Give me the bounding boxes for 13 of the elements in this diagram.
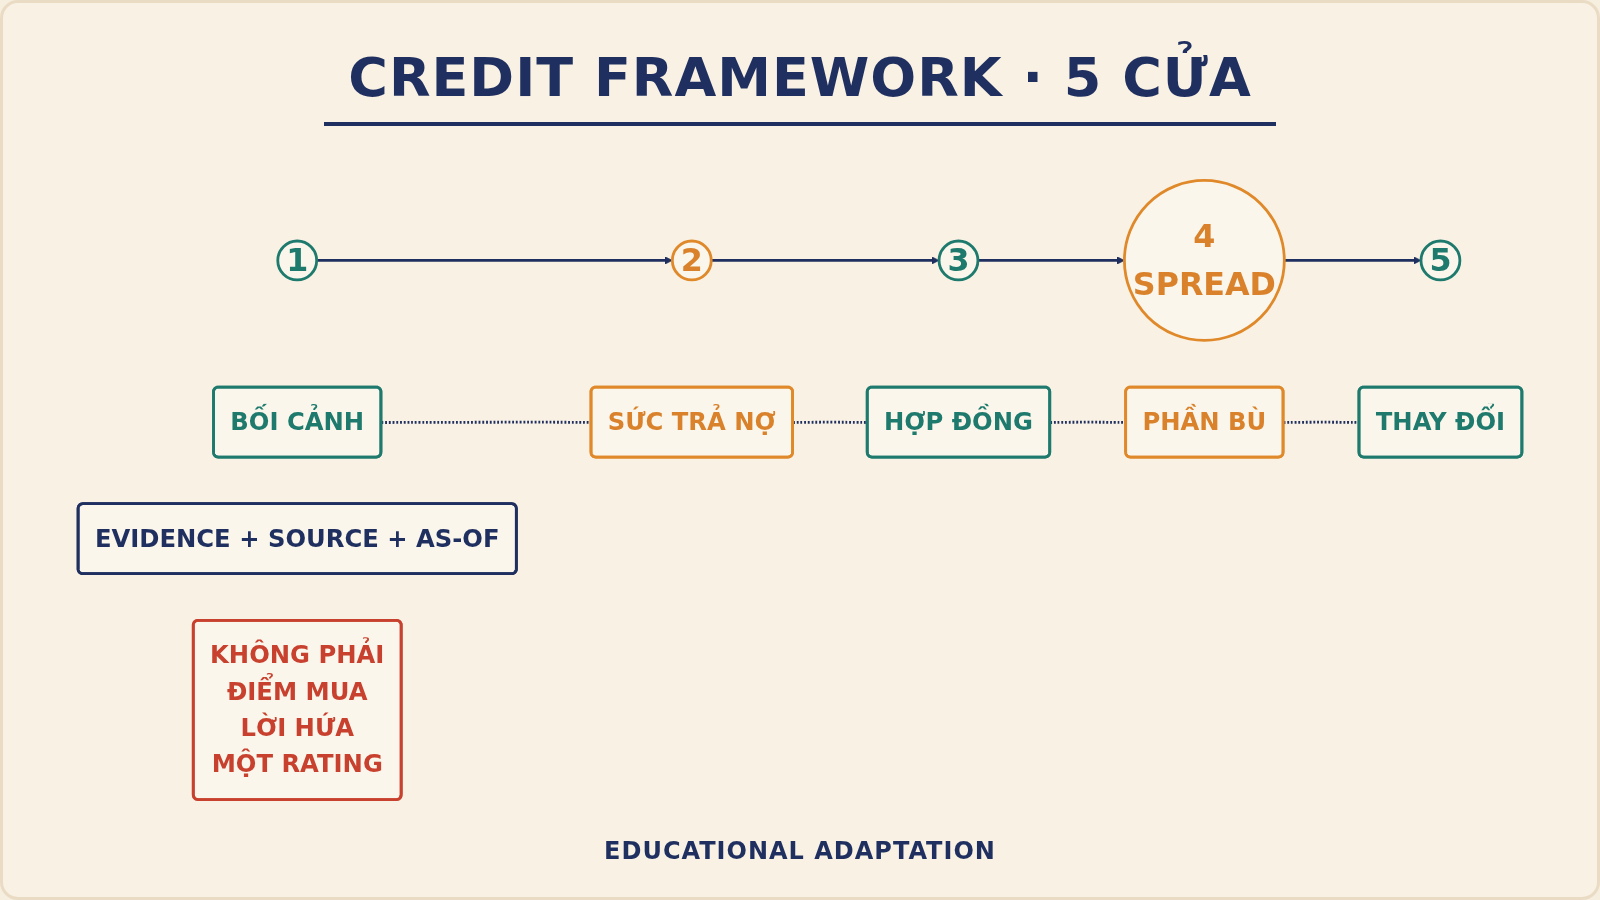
connector — [381, 420, 592, 424]
arrow — [1284, 256, 1422, 265]
node-circle: 1 — [276, 239, 319, 282]
arrow — [977, 256, 1125, 265]
connector — [793, 420, 868, 424]
diagram-title: CREDIT FRAMEWORK · 5 CỬA — [324, 33, 1276, 126]
arrow — [711, 256, 940, 265]
caption: EDUCATIONAL ADAPTATION — [604, 836, 996, 868]
arrow — [316, 256, 673, 265]
node-circle: 5 — [1419, 239, 1462, 282]
node-circle: 4 SPREAD — [1123, 179, 1286, 342]
node-circle: 3 — [937, 239, 980, 282]
node-circle: 2 — [670, 239, 713, 282]
